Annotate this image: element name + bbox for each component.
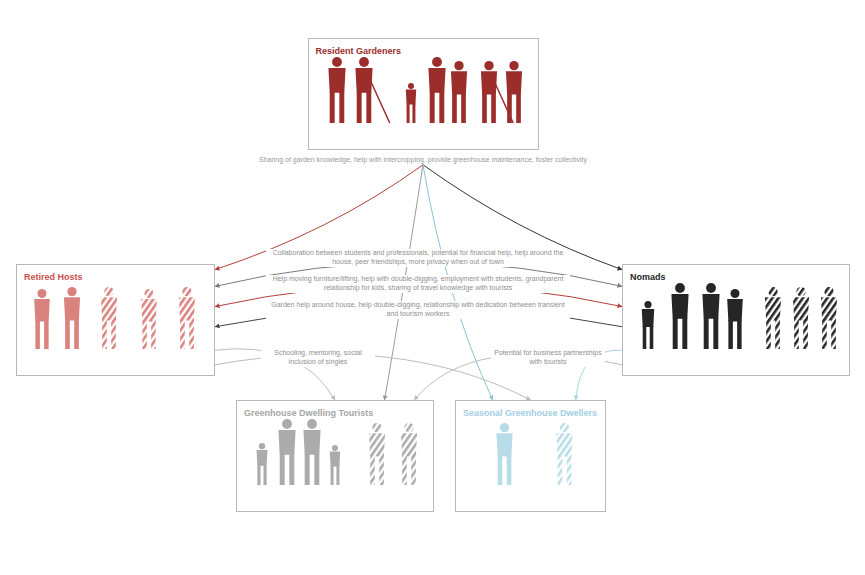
person-silhouette [369, 423, 385, 485]
group-node: Greenhouse Dwelling Tourists [236, 400, 434, 512]
group-node: Seasonal Greenhouse Dwellers [455, 400, 606, 512]
person-silhouette [793, 287, 809, 349]
person-silhouette [101, 287, 117, 349]
person-silhouette [671, 283, 688, 349]
person-silhouette [141, 289, 157, 349]
person-silhouette [450, 61, 466, 123]
person-silhouette [278, 419, 295, 485]
group-frame: Retired Hosts [16, 264, 215, 376]
group-node: Nomads [622, 264, 850, 376]
group-node: Retired Hosts [16, 264, 215, 376]
relation-label: Collaboration between students and profe… [266, 249, 570, 267]
person-silhouette [556, 423, 572, 485]
relation-label: Help moving furniture/lifting, help with… [266, 275, 570, 293]
person-silhouette [765, 287, 781, 349]
group-frame: Nomads [622, 264, 850, 376]
group-title: Seasonal Greenhouse Dwellers [463, 408, 597, 418]
group-title: Nomads [630, 272, 666, 282]
person-silhouette [405, 83, 415, 123]
person-silhouette [642, 301, 654, 349]
group-frame: Greenhouse Dwelling Tourists [236, 400, 434, 512]
person-silhouette [64, 287, 80, 349]
person-silhouette [727, 289, 743, 349]
person-silhouette [34, 289, 50, 349]
person-silhouette [179, 287, 195, 349]
group-title: Greenhouse Dwelling Tourists [244, 408, 373, 418]
person-silhouette [401, 423, 417, 485]
group-description: Sharing of garden knowledge, help with i… [253, 156, 593, 165]
group-frame: Resident Gardeners [308, 38, 539, 150]
relation-label: Garden help around house, help double-di… [266, 301, 570, 319]
relation-label: Potential for business partnerships with… [491, 349, 605, 367]
person-silhouette [303, 419, 320, 485]
person-silhouette [257, 443, 268, 485]
group-frame: Seasonal Greenhouse Dwellers [455, 400, 606, 512]
group-node: Resident GardenersSharing of garden know… [253, 38, 593, 165]
group-title: Retired Hosts [24, 272, 83, 282]
relation-label: Schooling, mentoring, social inclusion o… [261, 349, 375, 367]
person-silhouette [428, 57, 445, 123]
person-silhouette [328, 57, 345, 123]
person-silhouette [355, 57, 389, 123]
person-silhouette [330, 445, 340, 485]
person-silhouette [505, 61, 521, 123]
person-silhouette [702, 283, 719, 349]
person-silhouette [496, 423, 512, 485]
person-silhouette [821, 287, 837, 349]
group-title: Resident Gardeners [316, 46, 402, 56]
